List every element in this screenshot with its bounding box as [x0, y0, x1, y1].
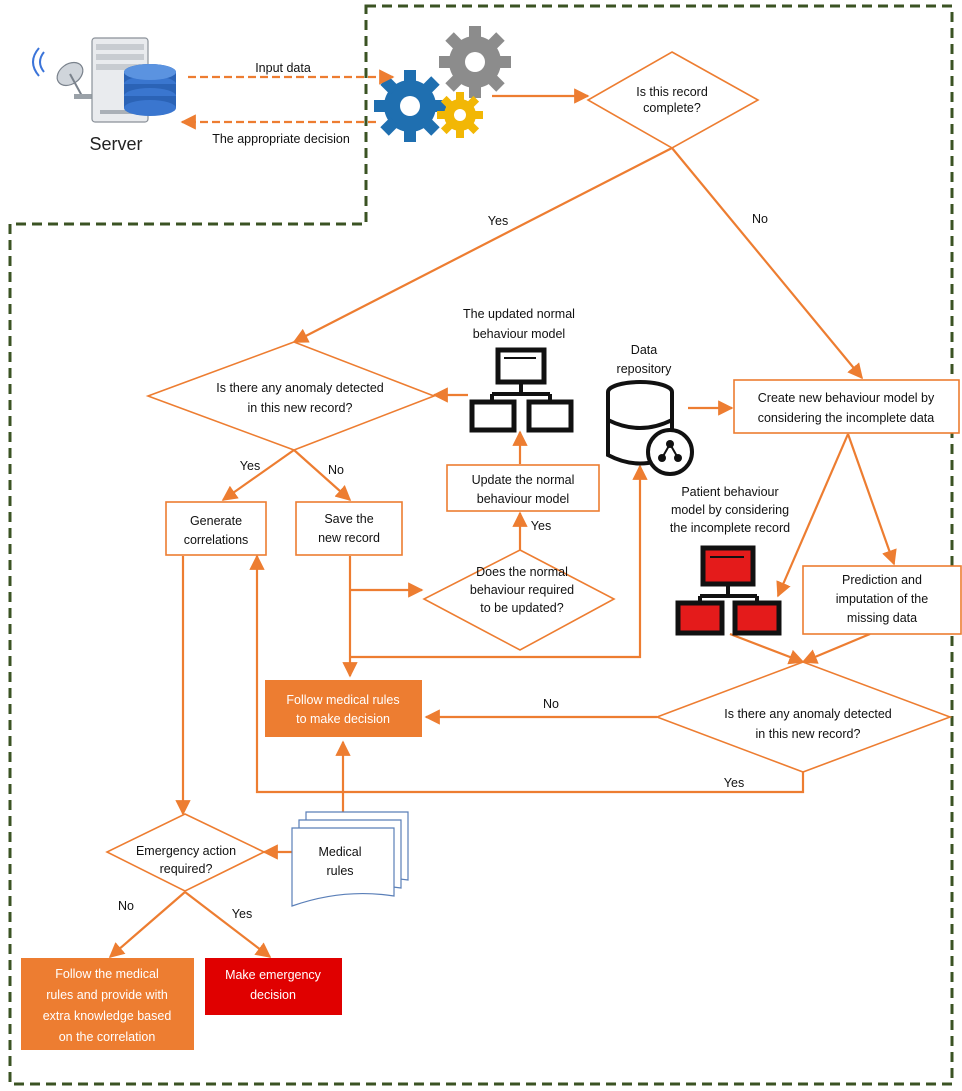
decision-emergency-line-2: required? — [160, 862, 213, 876]
label-yes-2: Yes — [240, 459, 260, 473]
edge-complete-yes — [292, 147, 673, 343]
process-follow-extra-line-3: extra knowledge based — [43, 1009, 172, 1023]
gear-gray-icon — [439, 26, 511, 98]
process-prediction-line-1: Prediction and — [842, 573, 922, 587]
label-no-3: No — [543, 697, 559, 711]
data-repository-label-1: Data — [631, 343, 657, 357]
medical-rules-document-icon: Medical rules — [291, 811, 409, 907]
decision-anomaly-1-line-2: in this new record? — [248, 401, 353, 415]
edge-create-to-prediction — [846, 433, 897, 566]
edge-emergency-yes — [184, 891, 272, 958]
decision-record-complete-line-2: complete? — [643, 101, 701, 115]
edge-anomaly1-no — [293, 449, 352, 502]
server-icon — [32, 37, 176, 123]
process-follow-rules: Follow medical rules to make decision — [265, 680, 422, 737]
process-follow-extra-line-2: rules and provide with — [46, 988, 168, 1002]
label-yes-4: Yes — [232, 907, 252, 921]
label-yes-1: Yes — [488, 214, 508, 228]
decision-anomaly-2-line-2: in this new record? — [756, 727, 861, 741]
decision-emergency-line-1: Emergency action — [136, 844, 236, 858]
edge-save-to-repo — [350, 464, 648, 659]
decision-does-update-line-2: behaviour required — [470, 583, 574, 597]
label-no-4: No — [118, 899, 134, 913]
patient-model-label-1: Patient behaviour — [681, 485, 778, 499]
edge-anomaly1-yes — [221, 449, 295, 501]
process-generate-line-2: correlations — [184, 533, 249, 547]
edge-patient-to-anomaly2 — [729, 632, 805, 665]
label-yes-3: Yes — [531, 519, 551, 533]
process-create-model: Create new behaviour model by considerin… — [733, 379, 960, 434]
edge-create-to-patient — [776, 433, 850, 598]
process-make-emergency-line-2: decision — [250, 988, 296, 1002]
patient-model-label-2: model by considering — [671, 503, 789, 517]
updated-model-label-2: behaviour model — [473, 327, 565, 341]
process-follow-rules-line-2: to make decision — [296, 712, 390, 726]
network-model-icon — [469, 347, 574, 433]
gear-yellow-icon — [437, 92, 483, 138]
data-repository-icon — [606, 380, 694, 476]
edge-emergency-no — [108, 891, 186, 959]
label-input-data: Input data — [255, 61, 311, 75]
process-generate-line-1: Generate — [190, 514, 242, 528]
data-repository-label-2: repository — [617, 362, 673, 376]
decision-record-complete-line-1: Is this record — [636, 85, 708, 99]
gears-icon — [374, 26, 511, 142]
edge-anomaly2-yes — [249, 554, 805, 794]
process-update-model: Update the normal behaviour model — [446, 464, 600, 512]
patient-model-label-3: the incomplete record — [670, 521, 790, 535]
decision-emergency: Emergency action required? — [105, 813, 266, 892]
updated-model-label-1: The updated normal — [463, 307, 575, 321]
process-follow-extra: Follow the medical rules and provide wit… — [21, 958, 194, 1050]
label-no-2: No — [328, 463, 344, 477]
gear-blue-icon — [374, 70, 446, 142]
process-create-model-line-1: Create new behaviour model by — [758, 391, 935, 405]
medical-rules-line-2: rules — [326, 864, 353, 878]
decision-anomaly-1: Is there any anomaly detected in this ne… — [145, 341, 437, 451]
process-follow-rules-line-1: Follow medical rules — [286, 693, 399, 707]
decision-record-complete: Is this record complete? — [586, 51, 760, 149]
process-save-record: Save the new record — [295, 501, 403, 556]
process-update-line-2: behaviour model — [477, 492, 569, 506]
decision-anomaly-2: Is there any anomaly detected in this ne… — [654, 661, 953, 773]
process-make-emergency-line-1: Make emergency — [225, 968, 322, 982]
process-make-emergency: Make emergency decision — [205, 958, 342, 1015]
process-follow-extra-line-4: on the correlation — [59, 1030, 156, 1044]
edge-prediction-to-anomaly2 — [801, 632, 871, 664]
process-prediction: Prediction and imputation of the missing… — [802, 565, 962, 635]
medical-rules-line-1: Medical — [318, 845, 361, 859]
edges — [108, 69, 897, 959]
system-boundary — [8, 4, 954, 1086]
server-label: Server — [89, 134, 142, 154]
decision-anomaly-1-line-1: Is there any anomaly detected — [216, 381, 384, 395]
decision-does-update: Does the normal behaviour required to be… — [422, 549, 616, 651]
label-no-1: No — [752, 212, 768, 226]
decision-anomaly-2-line-1: Is there any anomaly detected — [724, 707, 892, 721]
process-create-model-line-2: considering the incomplete data — [758, 411, 935, 425]
database-icon — [124, 64, 176, 116]
process-follow-extra-line-1: Follow the medical — [55, 967, 159, 981]
decision-does-update-line-1: Does the normal — [476, 565, 568, 579]
patient-network-icon — [675, 545, 782, 636]
label-yes-5: Yes — [724, 776, 744, 790]
process-generate-correlations: Generate correlations — [165, 501, 267, 556]
edge-complete-no — [671, 147, 863, 380]
satellite-dish-icon — [32, 47, 92, 99]
process-update-line-1: Update the normal — [472, 473, 575, 487]
process-prediction-line-2: imputation of the — [836, 592, 928, 606]
label-appropriate-decision: The appropriate decision — [212, 132, 350, 146]
process-prediction-line-3: missing data — [847, 611, 917, 625]
process-save-line-1: Save the — [324, 512, 373, 526]
process-save-line-2: new record — [318, 531, 380, 545]
decision-does-update-line-3: to be updated? — [480, 601, 563, 615]
